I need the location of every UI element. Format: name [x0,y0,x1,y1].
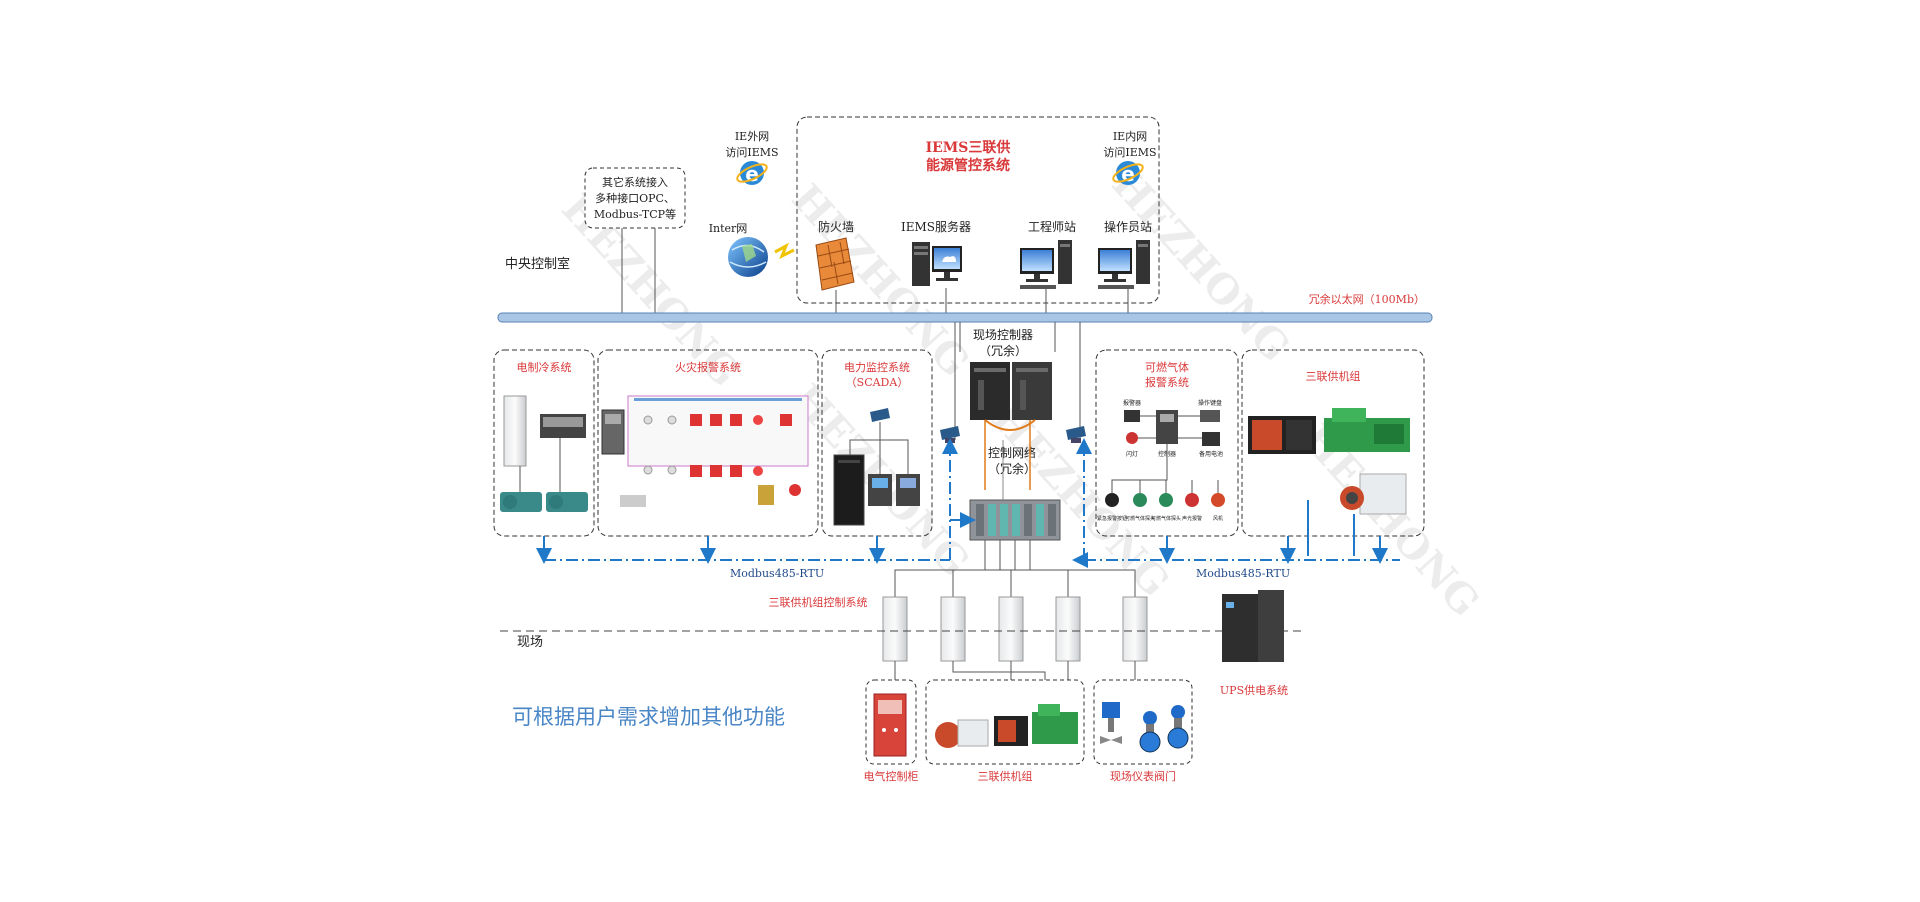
ie-external-line2: 访问IEMS [725,146,778,159]
footer-note: 可根据用户需求增加其他功能 [512,705,785,729]
svg-text:可燃气体探头: 可燃气体探头 [1151,515,1181,522]
plc-rack-icon [969,499,1061,541]
iems-title-line2: 能源管控系统 [926,157,1010,174]
server-icon [912,242,962,286]
cchp-units-icon [935,704,1078,748]
cchp-units-label: 三联供机组 [978,769,1033,783]
ie-browser-icon: e [736,161,768,186]
gas-alarm-devices: 报警器 操作键盘 闪灯 控制器 备用电池 紧急报警按钮 可燃气体探头 可燃气体探… [1097,399,1225,522]
iems-system-box [796,116,1160,304]
cchp-units-bottom-box [925,679,1085,765]
ups-label: UPS供电系统 [1220,683,1288,697]
cchp-unit-box [1241,349,1425,537]
electric-cooling-box [493,349,595,537]
modbus-right-label: Modbus485-RTU [1196,567,1290,580]
ethernet-bus-label: 冗余以太网（100Mb） [1309,292,1425,306]
internet-label: Inter网 [709,222,748,235]
internet-globe-icon [728,237,768,277]
workstation-icon [1098,240,1150,289]
gas-alarm-title-line1: 可燃气体 [1145,360,1189,374]
svg-text:风机: 风机 [1213,515,1223,522]
electric-cabinet-icon [873,693,907,757]
ups-icon [1222,590,1284,662]
redundant-ethernet-bus [497,312,1433,323]
operator-station-label: 操作员站 [1104,219,1152,234]
fire-alarm-panel-icon [601,395,809,507]
modbus-link-right [1072,438,1400,568]
engineer-station-label: 工程师站 [1028,219,1076,234]
electric-cabinet-label: 电气控制柜 [864,769,919,783]
ie-external-line1: IE外网 [735,130,769,143]
other-systems-line1: 其它系统接入 [602,175,668,189]
other-systems-line2: 多种接口OPC、 [595,191,675,205]
cchp-unit-title: 三联供机组 [1306,369,1361,383]
modbus-left-label: Modbus485-RTU [730,567,824,580]
chiller-icon [500,492,588,512]
control-network-line2: （冗余） [988,461,1036,476]
electric-cabinet-box [865,679,917,765]
modbus-link-left [536,438,976,564]
svg-text:操作键盘: 操作键盘 [1198,399,1222,407]
converter-icon [940,426,960,443]
svg-text:声光报警: 声光报警 [1182,515,1202,522]
central-control-room-label: 中央控制室 [505,256,570,272]
electric-cooling-title: 电制冷系统 [517,361,572,374]
server-label: IEMS服务器 [901,219,971,234]
iems-title-line1: IEMS三联供 [926,139,1011,156]
cooling-cabinet-icon [503,395,586,467]
svg-text:报警器: 报警器 [1123,399,1141,407]
field-instruments-box [1093,679,1193,765]
firewall-icon [815,237,855,291]
converter-icon [1066,426,1086,443]
svg-text:闪灯: 闪灯 [1126,450,1138,458]
scada-equipment-icon [833,408,920,526]
field-controller-line1: 现场控制器 [973,328,1033,342]
valve-instrument-icon [1100,702,1189,753]
cchp-unit-icon [1248,408,1410,515]
gas-alarm-title-line2: 报警系统 [1145,375,1189,389]
ie-browser-icon: e [1112,161,1144,186]
svg-text:可燃气体探头: 可燃气体探头 [1125,515,1155,522]
firewall-label: 防火墙 [818,219,854,234]
svg-text:备用电池: 备用电池 [1199,450,1223,458]
svg-text:紧急报警按钮: 紧急报警按钮 [1097,515,1127,522]
control-network-line1: 控制网络 [988,445,1036,460]
other-systems-box [584,167,686,229]
field-zone-label: 现场 [517,635,543,650]
power-monitor-title-line2: （SCADA） [846,376,909,389]
field-controller-line2: （冗余） [979,343,1027,358]
field-controller-icon [970,362,1052,431]
ie-internal-line1: IE内网 [1113,129,1147,143]
lightning-icon [774,242,795,260]
fire-alarm-title: 火灾报警系统 [675,360,741,374]
ie-internal-line2: 访问IEMS [1103,146,1156,159]
control-cabinets [894,540,1136,597]
power-monitor-title-line1: 电力监控系统 [844,360,910,374]
field-instruments-label: 现场仪表阀门 [1110,769,1176,783]
cabinet-icon [882,596,1148,662]
cchp-control-label: 三联供机组控制系统 [769,595,868,609]
other-systems-line3: Modbus-TCP等 [594,207,676,221]
workstation-icon [1020,240,1072,289]
